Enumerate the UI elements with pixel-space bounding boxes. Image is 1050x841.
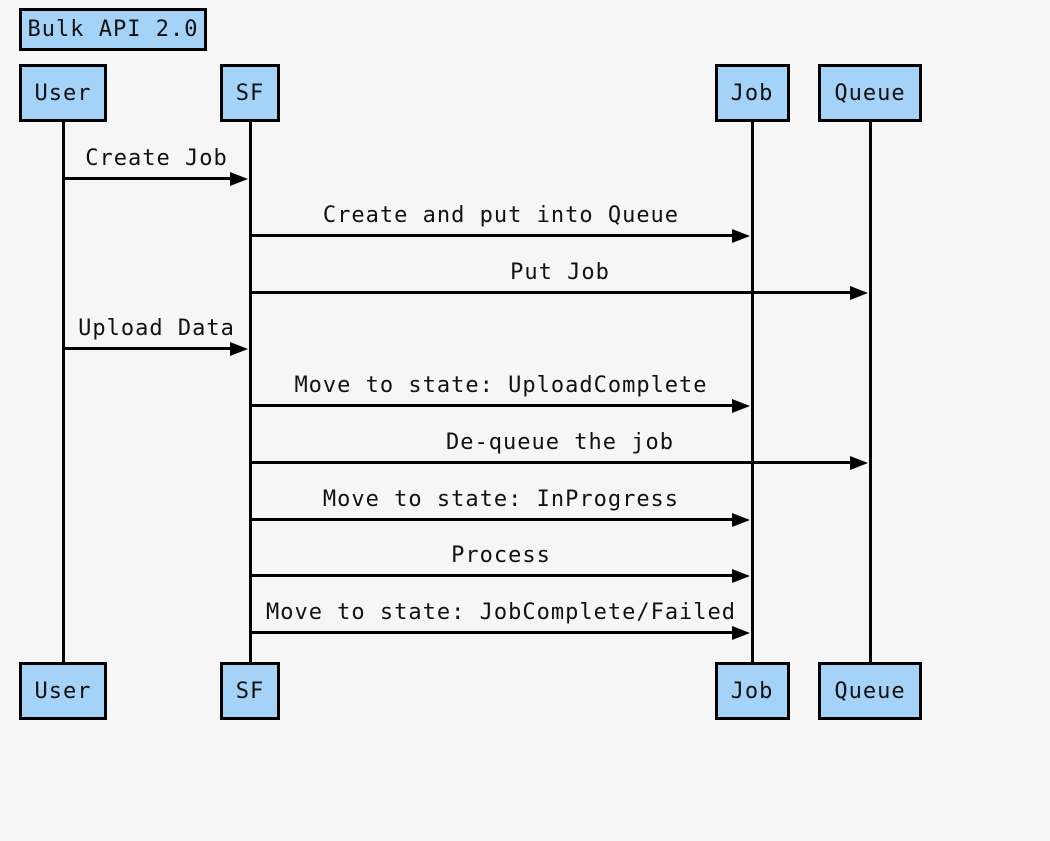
actor-label-queue: Queue — [834, 678, 906, 704]
actor-label-user: User — [34, 678, 92, 704]
message-arrowhead-8 — [732, 626, 750, 640]
actor-label-queue: Queue — [834, 80, 906, 106]
actor-box-queue-bottom: Queue — [818, 662, 922, 720]
message-label-1: Create and put into Queue — [322, 203, 680, 228]
message-label-0: Create Job — [85, 146, 228, 171]
actor-label-job: Job — [730, 678, 774, 704]
message-line-6 — [250, 518, 740, 521]
message-label-4: Move to state: UploadComplete — [294, 373, 708, 398]
message-line-5 — [250, 461, 858, 464]
message-arrowhead-4 — [732, 399, 750, 413]
message-line-8 — [250, 631, 740, 634]
message-label-7: Process — [451, 543, 551, 568]
message-line-0 — [63, 177, 238, 180]
actor-box-sf-bottom: SF — [220, 662, 280, 720]
actor-box-queue-top: Queue — [818, 64, 922, 122]
message-arrowhead-7 — [732, 569, 750, 583]
actor-box-job-top: Job — [714, 64, 790, 122]
message-arrowhead-0 — [230, 172, 248, 186]
message-arrowhead-3 — [230, 342, 248, 356]
actor-box-sf-top: SF — [220, 64, 280, 122]
message-label-8: Move to state: JobComplete/Failed — [265, 600, 737, 625]
lifeline-job — [750, 120, 754, 664]
message-arrowhead-5 — [850, 456, 868, 470]
message-arrowhead-6 — [732, 513, 750, 527]
actor-box-user-top: User — [19, 64, 107, 122]
message-arrowhead-1 — [732, 229, 750, 243]
message-line-2 — [250, 291, 858, 294]
message-line-7 — [250, 574, 740, 577]
lifeline-user — [61, 120, 65, 664]
lifeline-queue — [868, 120, 872, 664]
message-label-3: Upload Data — [78, 316, 235, 341]
diagram-title: Bulk API 2.0 — [27, 17, 199, 42]
diagram-title-box: Bulk API 2.0 — [19, 8, 207, 51]
actor-label-sf: SF — [235, 678, 265, 704]
message-arrowhead-2 — [850, 286, 868, 300]
message-label-5: De-queue the job — [446, 430, 674, 455]
actor-label-user: User — [34, 80, 92, 106]
lifeline-sf — [248, 120, 252, 664]
message-line-4 — [250, 404, 740, 407]
message-line-3 — [63, 347, 238, 350]
message-line-1 — [250, 234, 740, 237]
actor-box-user-bottom: User — [19, 662, 107, 720]
actor-box-job-bottom: Job — [714, 662, 790, 720]
message-label-2: Put Job — [510, 260, 610, 285]
actor-label-job: Job — [730, 80, 774, 106]
actor-label-sf: SF — [235, 80, 265, 106]
message-label-6: Move to state: InProgress — [322, 487, 680, 512]
